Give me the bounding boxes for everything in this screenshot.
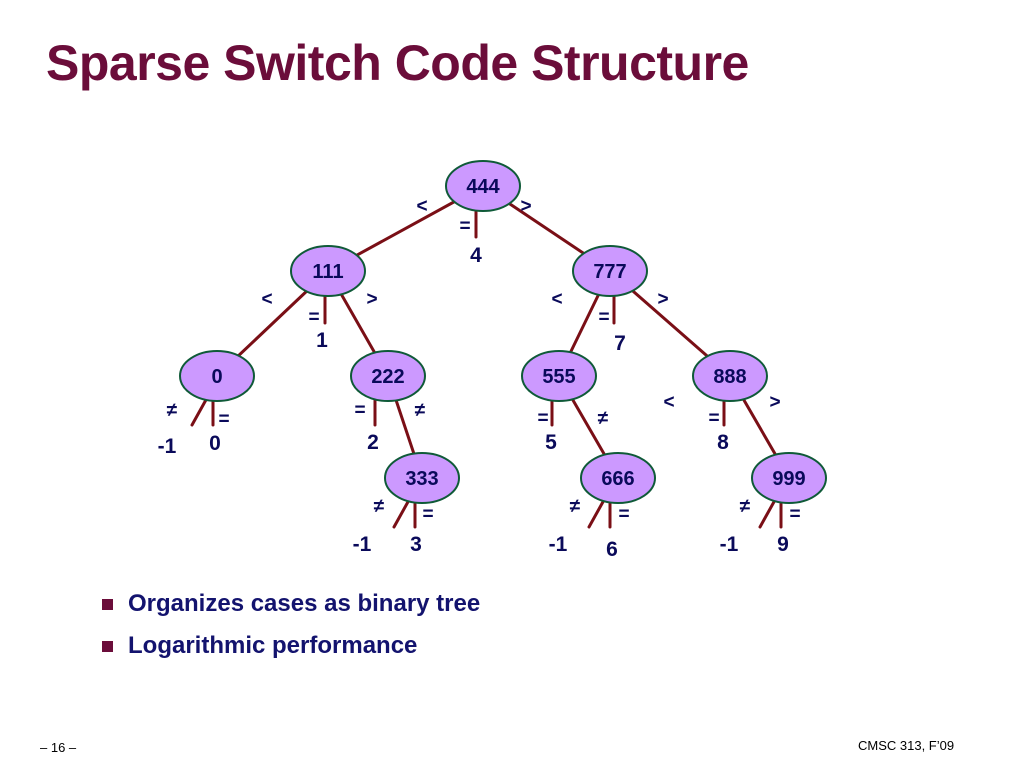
node-label-0: 0 (211, 366, 222, 388)
result-value: -1 (720, 533, 739, 556)
tree-node-222 (350, 350, 426, 402)
not-equal-label: ≠ (167, 400, 178, 421)
tree-node-666 (580, 452, 656, 504)
course-label: CMSC 313, F’09 (858, 738, 955, 753)
equals-label: = (598, 307, 609, 328)
node-label-333: 333 (405, 468, 438, 490)
equals-label: = (308, 307, 319, 328)
less-than-label: < (416, 196, 427, 217)
node-label-222: 222 (371, 366, 404, 388)
neq-branch-line (758, 498, 777, 529)
equals-label: = (708, 408, 719, 429)
less-than-label: < (663, 392, 674, 413)
node-label-777: 777 (593, 261, 626, 283)
square-bullet-icon (102, 599, 113, 610)
result-value: -1 (549, 533, 568, 556)
tree-node-111 (290, 245, 366, 297)
bullet-text: Organizes cases as binary tree (128, 590, 481, 617)
result-value: 3 (410, 533, 422, 556)
greater-than-label: > (520, 196, 531, 217)
node-label-555: 555 (542, 366, 575, 388)
not-equal-label: ≠ (570, 496, 581, 517)
node-label-888: 888 (713, 366, 746, 388)
bullet-item: Logarithmic performance (100, 630, 480, 672)
less-than-label: < (551, 289, 562, 310)
bullet-item: Organizes cases as binary tree (100, 588, 480, 630)
neq-branch-line (190, 396, 209, 427)
bullet-list: Organizes cases as binary tree Logarithm… (100, 588, 480, 672)
equals-label: = (354, 400, 365, 421)
node-label-444: 444 (466, 176, 500, 198)
result-value: -1 (353, 533, 372, 556)
equals-label: = (789, 504, 800, 525)
result-value: 4 (470, 244, 482, 267)
greater-than-label: > (769, 392, 780, 413)
tree-node-333 (384, 452, 460, 504)
tree-node-444 (445, 160, 521, 212)
node-label-666: 666 (601, 468, 634, 490)
equals-label: = (537, 408, 548, 429)
slide-title: Sparse Switch Code Structure (46, 35, 749, 91)
greater-than-label: > (657, 289, 668, 310)
result-value: 8 (717, 431, 729, 454)
result-value: 5 (545, 431, 557, 454)
result-value: 9 (777, 533, 789, 556)
equals-label: = (618, 504, 629, 525)
page-number: – 16 – (40, 740, 77, 755)
less-than-label: < (261, 289, 272, 310)
result-value: -1 (158, 435, 177, 458)
binary-tree-diagram: 444 111 777 0 222 555 888 333 666 999 < > = < > = < > = < > ≠… (158, 160, 827, 561)
neq-branch-line (392, 498, 411, 529)
equals-label: = (422, 504, 433, 525)
result-value: 0 (209, 432, 221, 455)
equals-label: = (218, 409, 229, 430)
equals-label: = (459, 216, 470, 237)
tree-node-555 (521, 350, 597, 402)
result-value: 1 (316, 329, 328, 352)
not-equal-label: ≠ (598, 408, 609, 429)
not-equal-label: ≠ (415, 400, 426, 421)
neq-branch-line (587, 498, 606, 529)
result-value: 6 (606, 538, 618, 561)
square-bullet-icon (102, 641, 113, 652)
tree-node-888 (692, 350, 768, 402)
not-equal-label: ≠ (374, 496, 385, 517)
node-label-111: 111 (312, 261, 343, 283)
greater-than-label: > (366, 289, 377, 310)
tree-node-0 (179, 350, 255, 402)
not-equal-label: ≠ (740, 496, 751, 517)
bullet-text: Logarithmic performance (128, 632, 418, 659)
node-label-999: 999 (772, 468, 805, 490)
result-value: 2 (367, 431, 379, 454)
tree-node-777 (572, 245, 648, 297)
tree-node-999 (751, 452, 827, 504)
result-value: 7 (614, 332, 626, 355)
